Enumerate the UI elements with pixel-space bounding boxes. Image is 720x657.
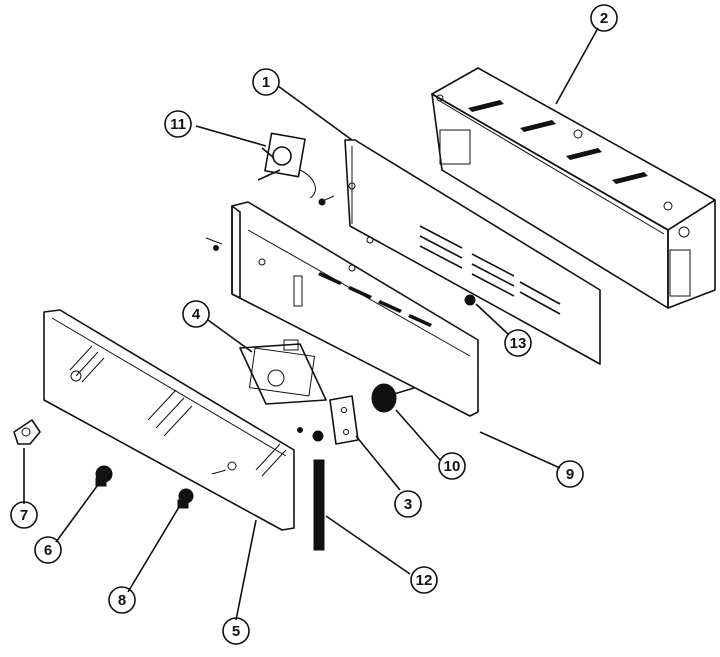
callout-3-label: 3: [404, 496, 412, 513]
knob-shaft: [371, 383, 415, 413]
bracket: [297, 395, 359, 445]
callout-13-label: 13: [510, 335, 527, 352]
callout-5-label: 5: [232, 623, 240, 640]
control-panel-frame: [205, 201, 479, 417]
callout-10-label: 10: [444, 458, 461, 475]
callout-2: 2: [590, 4, 618, 32]
rear-housing: [431, 67, 716, 309]
rod: [313, 459, 325, 551]
callout-3: 3: [394, 490, 422, 518]
callout-4: 4: [182, 300, 210, 328]
callout-6: 6: [34, 536, 62, 564]
callout-1: 1: [252, 68, 280, 96]
knob-7: [13, 419, 41, 445]
push-button-6: [95, 465, 113, 487]
callout-5: 5: [222, 617, 250, 645]
glass-reflections: [69, 345, 287, 477]
callout-4-label: 4: [192, 306, 201, 323]
clock-motor: [257, 132, 316, 199]
callout-6-label: 6: [44, 542, 52, 559]
callout-7: 7: [10, 501, 38, 529]
switch-module: [239, 339, 327, 405]
frame-slots: [318, 272, 432, 327]
callout-1-label: 1: [262, 74, 270, 91]
callout-12-label: 12: [416, 572, 433, 589]
callout-13: 13: [504, 329, 532, 357]
callout-2-label: 2: [600, 10, 608, 27]
callout-7-label: 7: [20, 507, 28, 524]
callout-12: 12: [410, 566, 438, 594]
leader-lines: [23, 27, 599, 621]
push-button-8: [177, 488, 194, 509]
front-glass-panel: [43, 309, 295, 531]
screw-upper: [318, 195, 335, 206]
callout-8: 8: [108, 586, 136, 614]
callout-9: 9: [556, 460, 584, 488]
screw-13: [464, 294, 476, 306]
rear-panel-vents: [419, 225, 561, 315]
rear-panel: [344, 139, 601, 365]
callout-9-label: 9: [566, 466, 574, 483]
callout-10: 10: [438, 452, 466, 480]
callout-11: 11: [164, 110, 192, 138]
callout-8-label: 8: [118, 592, 126, 609]
callout-11-label: 11: [170, 116, 186, 133]
